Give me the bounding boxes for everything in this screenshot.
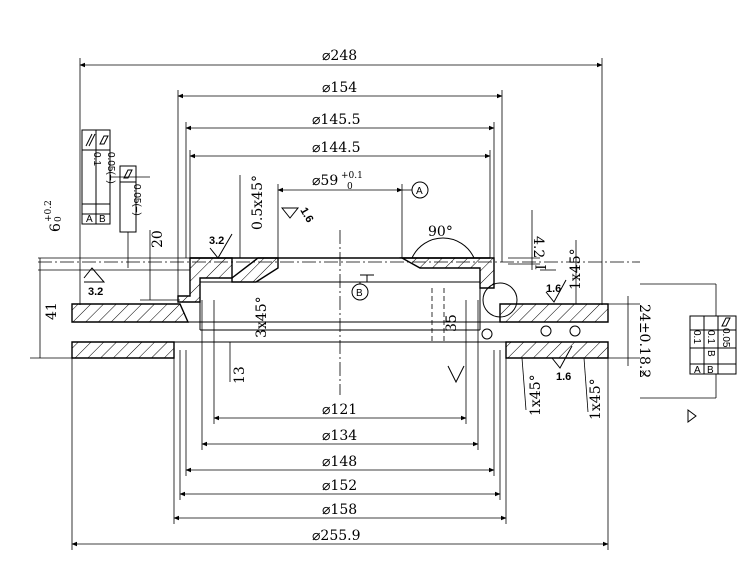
dim-d134: ⌀134: [322, 428, 357, 444]
dimension-lines-top: [79, 58, 603, 305]
chamfer-3x45: 3x45°: [254, 296, 270, 338]
datum-b: B: [351, 282, 369, 301]
dim-h4-2: 4.2: [530, 236, 546, 258]
roughness-1-6-c: 1.6: [556, 371, 571, 383]
disc-upper-left: [71, 303, 190, 323]
hub-section-right: [399, 257, 495, 289]
detail-circle-i: [482, 282, 518, 318]
dim-h6-tol-upper: +0.2: [44, 200, 54, 222]
datum-a: A: [411, 181, 429, 199]
dim-d154: ⌀154: [322, 80, 357, 96]
roughness-3-2-a: 3.2: [209, 235, 224, 247]
flatness-icon-3: [721, 317, 731, 327]
chamfer-1x45-bottom-left: 1x45°: [528, 374, 544, 416]
disc-lower-right: [505, 341, 609, 359]
part-section: [71, 237, 609, 359]
dim-d144-5: ⌀144.5: [312, 140, 361, 156]
dim-d158: ⌀158: [322, 502, 357, 518]
fcf-left-datum2: B: [99, 214, 106, 225]
dim-h24: 24±0.1: [636, 304, 652, 356]
chamfer-1x45-bottom-right: 1x45°: [588, 378, 604, 420]
left-height-dims: [30, 230, 231, 382]
dim-h6-tol-lower: 0: [54, 216, 64, 222]
chamfer-0-5x45: 0.5x45°: [250, 175, 266, 230]
angle-arc-90: [411, 237, 475, 259]
fcf-right-datum1: A: [694, 365, 701, 376]
roughness-symbol-2: 3.2: [83, 267, 106, 298]
triangle-marker: [687, 409, 697, 423]
fcf-right-parallel1: 0.1: [705, 330, 716, 344]
roughness-symbol-6: [447, 365, 465, 384]
roughness-3-2-b: 3.2: [88, 286, 103, 298]
dimension-lines-bottom: [71, 300, 609, 550]
fcf-right: 0.05 0.1 B 0.1 A B: [640, 283, 737, 423]
dim-h8-2: 8.2: [636, 356, 652, 378]
chamfer-bl-leader: [521, 357, 527, 411]
fcf-left-parallel: 0.1: [91, 152, 102, 166]
datum-b-label: B: [356, 288, 363, 299]
hub-section-left: [177, 257, 233, 303]
vent-hole-3: [481, 328, 493, 340]
right-height-dims: [508, 210, 640, 366]
small-mark-x: x: [642, 368, 647, 379]
fcf-left-flatness: 0.05(–): [105, 152, 116, 184]
disc-upper-right: [499, 303, 609, 323]
fcf-left: 0.05(–) 0.1 A B: [81, 129, 150, 225]
roughness-1-6-a: 1.6: [297, 206, 315, 225]
dim-d148: ⌀148: [322, 454, 357, 470]
dim-h35: 35: [444, 314, 460, 332]
detail-marker-i: I: [534, 264, 550, 270]
fcf-right-parallel2: 0.1: [691, 330, 702, 344]
dim-h41: 41: [44, 302, 60, 320]
roughness-symbol-4: 1.6: [545, 279, 567, 303]
roughness-1-6-b: 1.6: [546, 283, 561, 295]
dim-h13: 13: [232, 366, 248, 384]
roughness-symbol-5: 1.6: [551, 345, 573, 383]
dim-d59: ⌀59: [312, 173, 338, 189]
dim-angle90: 90°: [428, 224, 453, 240]
dim-h20: 20: [150, 230, 166, 248]
dim-d248: ⌀248: [322, 48, 357, 64]
flatness-icon-2: [123, 169, 133, 179]
chamfer-br-leader: [583, 357, 589, 413]
fcf-right-flatness: 0.05: [720, 328, 731, 348]
dim-d59-tol-upper: +0.1: [341, 171, 363, 181]
roughness-symbol-3: 1.6: [280, 206, 315, 225]
dimension-texts: ⌀248 ⌀154 ⌀145.5 ⌀144.5 ⌀59 +0.1 0 ⌀121 …: [312, 48, 453, 544]
fcf-left-datum1: A: [86, 214, 93, 225]
dim-h6: 6: [48, 223, 64, 232]
roughness-symbol-1: 3.2: [209, 233, 233, 259]
datum-a-label: A: [416, 186, 423, 197]
dim-d152: ⌀152: [322, 478, 357, 494]
fcf-left2: 0.05(–): [119, 165, 142, 268]
dim-d255-9: ⌀255.9: [312, 528, 361, 544]
dim-d59-tol-lower: 0: [347, 182, 353, 192]
fcf-left2-flatness: 0.05(–): [131, 184, 142, 216]
flatness-icon: [99, 135, 109, 145]
fcf-right-parallel1-datum: B: [705, 350, 716, 357]
disc-lower-left: [71, 341, 175, 359]
fcf-right-datum2: B: [707, 365, 714, 376]
dim-d121: ⌀121: [322, 402, 357, 418]
vent-hole-1: [540, 325, 552, 337]
dim-d145-5: ⌀145.5: [312, 112, 361, 128]
vent-hole-2: [569, 325, 581, 337]
parallel-icon: [85, 133, 93, 147]
